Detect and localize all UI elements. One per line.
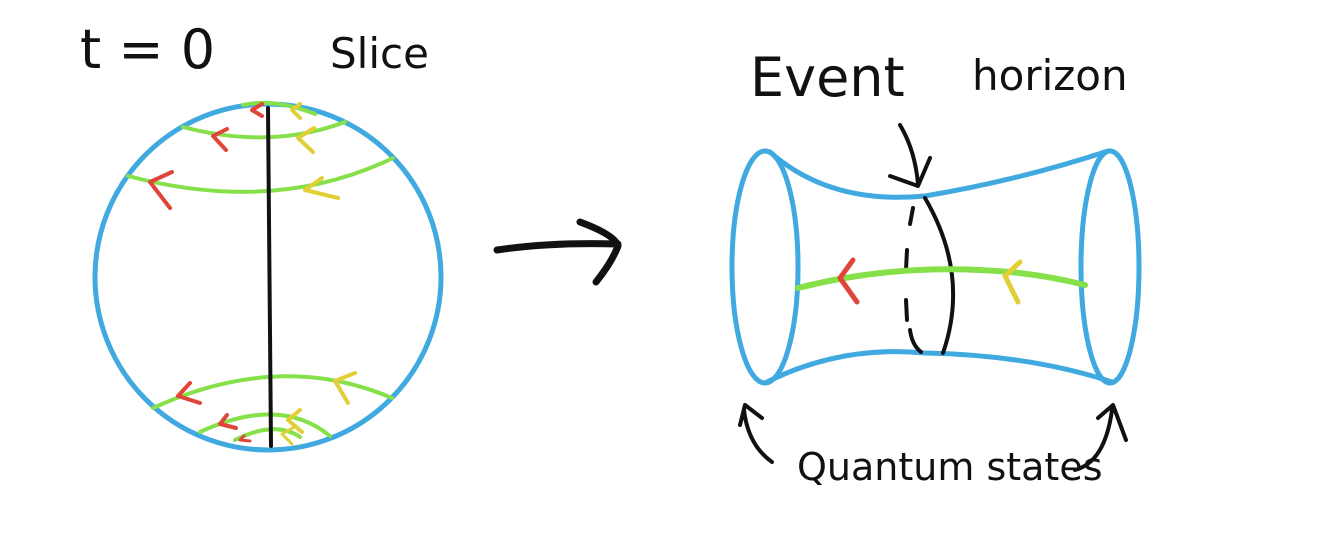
yellow-arrow-icon: [303, 176, 340, 200]
red-arrow-icon: [148, 170, 174, 210]
disk-vertical-axis: [266, 106, 273, 448]
quantum-states-label: Quantum states: [797, 445, 1103, 489]
geodesic-bottom-1: [151, 374, 394, 410]
horizon-label: horizon: [972, 51, 1128, 100]
yellow-arrow-icon: [280, 424, 298, 446]
yellow-arrow-icon: [286, 408, 304, 434]
red-arrow-icon: [211, 127, 229, 152]
red-arrow-icon: [176, 381, 202, 405]
slice-word-label: Slice: [330, 29, 429, 78]
wormhole-geodesic: [795, 266, 1088, 291]
horizon-back-dashed: [904, 206, 923, 354]
left-mouth-ellipse: [729, 148, 801, 386]
red-arrow-icon: [238, 434, 252, 443]
red-arrow-icon: [218, 413, 238, 430]
horizon-pointer-icon: [888, 123, 932, 188]
time-slice-label: t = 0: [80, 18, 215, 81]
yellow-arrow-icon: [296, 126, 316, 154]
yellow-arrow-icon: [290, 102, 302, 120]
geodesic-top-1: [241, 100, 317, 116]
transform-arrow-icon: [493, 218, 622, 286]
red-arrow-icon: [250, 102, 264, 118]
event-label: Event: [750, 46, 905, 109]
disk-group: [92, 100, 444, 453]
quantum-states-right-pointer-icon: [1073, 403, 1128, 472]
red-arrow-icon: [837, 257, 860, 305]
horizon-front-arc: [923, 196, 956, 355]
yellow-arrow-icon: [333, 371, 357, 405]
quantum-states-left-pointer-icon: [738, 403, 774, 464]
geodesic-top-2: [181, 120, 347, 140]
wormhole-bottom-edge: [762, 349, 1115, 386]
yellow-arrow-icon: [1002, 259, 1023, 305]
right-mouth-ellipse: [1078, 148, 1142, 386]
wormhole-top-edge: [767, 148, 1111, 200]
wormhole-group: [729, 148, 1142, 386]
